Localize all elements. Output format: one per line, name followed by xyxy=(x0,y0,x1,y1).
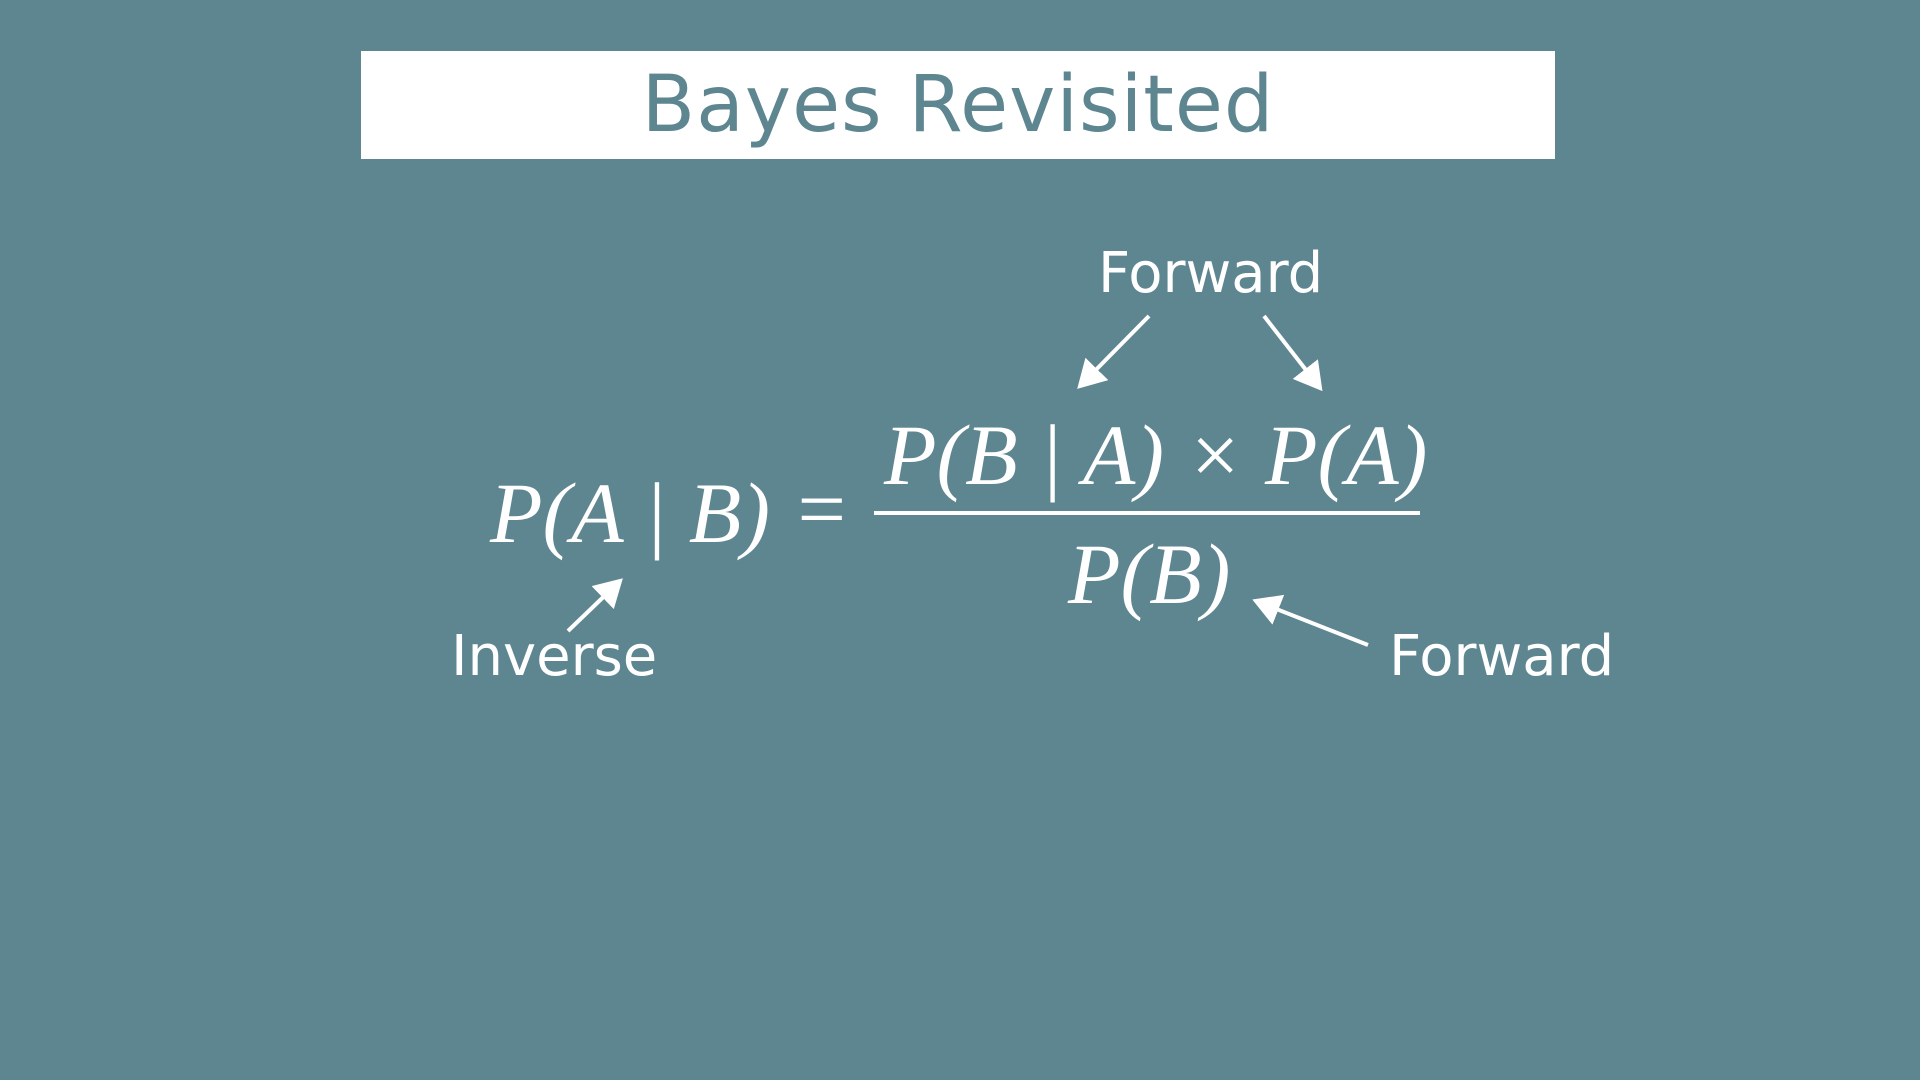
slide-title: Bayes Revisited xyxy=(641,60,1275,150)
arrow-inverse-to-posterior-icon xyxy=(566,578,623,633)
fraction-bar xyxy=(874,511,1420,515)
arrow-forward-to-prior-icon xyxy=(1262,314,1323,392)
formula-denominator: P(B) xyxy=(1068,526,1231,622)
arrow-forward-to-evidence-icon xyxy=(1252,594,1369,647)
label-inverse: Inverse xyxy=(451,624,658,689)
label-forward-right: Forward xyxy=(1389,624,1615,689)
formula-lhs: P(A | B) xyxy=(490,465,770,561)
arrow-forward-to-likelihood-icon xyxy=(1077,314,1151,389)
formula-equals: = xyxy=(792,461,851,557)
label-forward-top: Forward xyxy=(1098,241,1324,306)
formula-numerator: P(B | A) × P(A) xyxy=(884,407,1428,503)
title-banner: Bayes Revisited xyxy=(361,51,1555,159)
